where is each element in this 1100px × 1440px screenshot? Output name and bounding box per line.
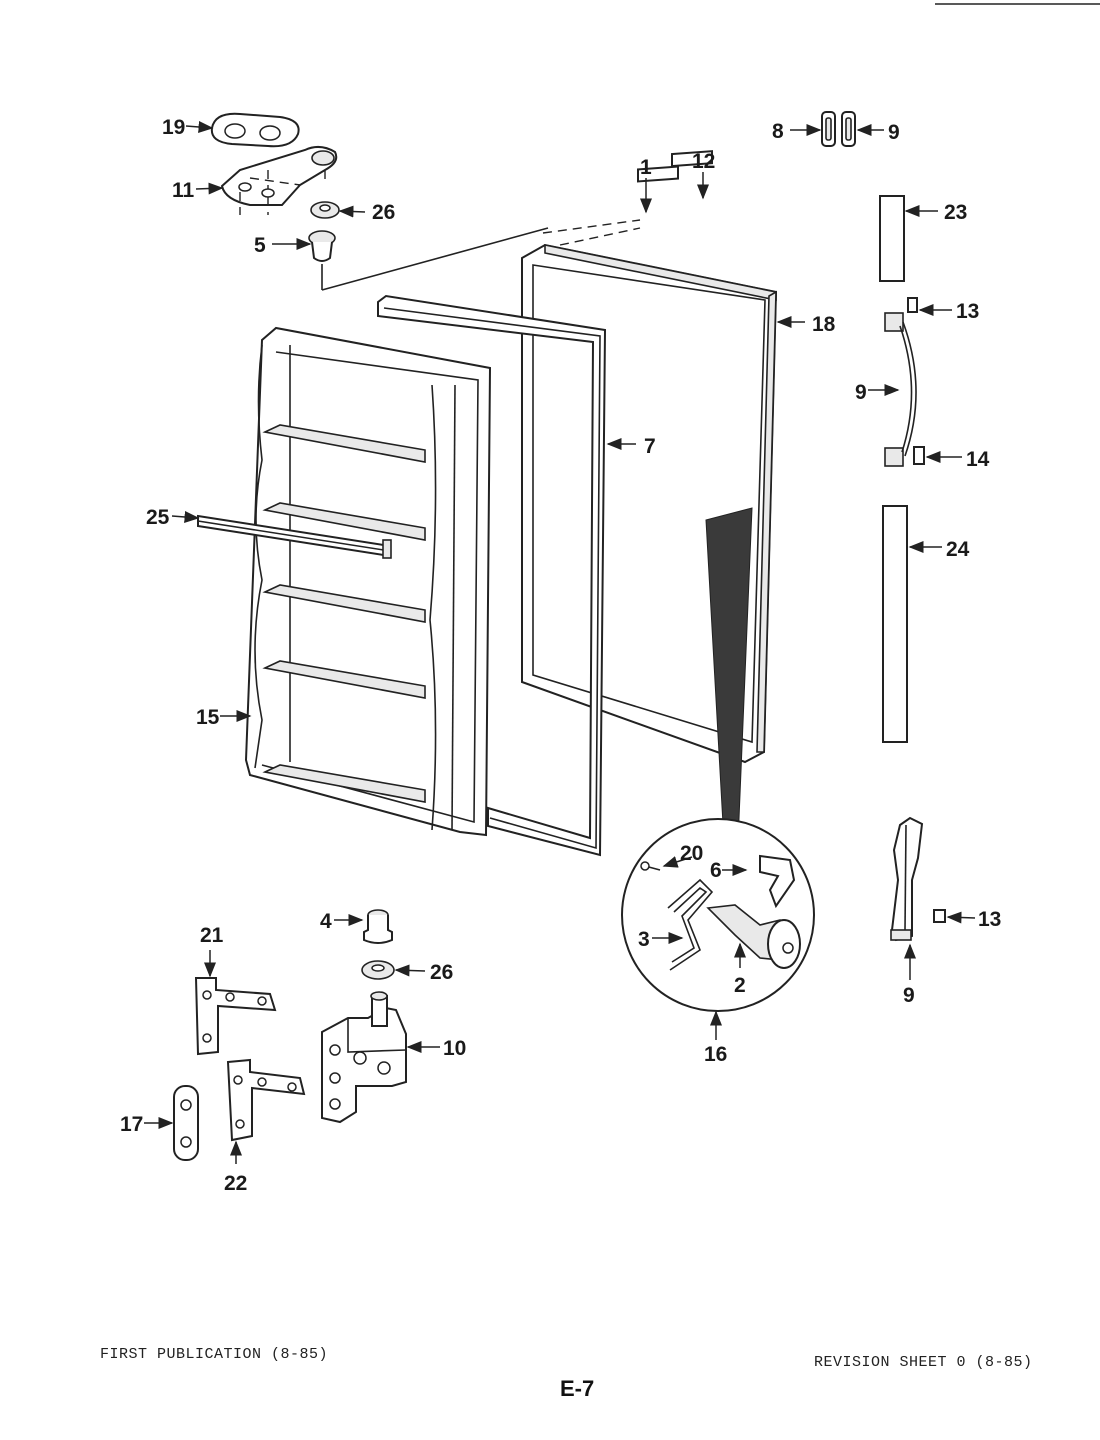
part-9-handle-bottom — [890, 816, 924, 942]
label-23: 23 — [944, 201, 967, 224]
footer-first-publication: FIRST PUBLICATION (8-85) — [100, 1346, 329, 1363]
label-10: 10 — [443, 1037, 466, 1060]
label-8: 8 — [772, 120, 784, 143]
part-9-handle-mid — [884, 312, 917, 467]
page-number: E-7 — [560, 1376, 595, 1401]
part-12-strip — [671, 150, 713, 168]
label-18: 18 — [812, 313, 836, 336]
label-13-upper: 13 — [956, 300, 979, 323]
part-5-bushing — [308, 227, 549, 291]
part-14-clip — [913, 446, 925, 465]
part-26-washer-bottom — [361, 960, 395, 980]
label-24: 24 — [946, 538, 970, 561]
part-23-trim-strip — [879, 195, 905, 282]
label-9-mid: 9 — [855, 381, 867, 404]
footer-revision-sheet: REVISION SHEET 0 (8-85) — [814, 1354, 1033, 1371]
part-13-clip-upper — [907, 297, 918, 313]
label-16: 16 — [704, 1043, 727, 1066]
label-2: 2 — [734, 974, 746, 997]
part-8-clip — [821, 111, 836, 147]
label-21: 21 — [200, 924, 224, 947]
label-26-bottom: 26 — [430, 961, 453, 984]
label-1: 1 — [640, 156, 652, 179]
label-4: 4 — [320, 910, 332, 933]
label-17: 17 — [120, 1113, 143, 1136]
label-6: 6 — [710, 859, 722, 882]
label-9-bottom: 9 — [903, 984, 915, 1007]
label-19: 19 — [162, 116, 185, 139]
part-4-hinge-pin — [363, 909, 393, 944]
part-9-clip-top — [841, 111, 856, 147]
label-15: 15 — [196, 706, 220, 729]
part-1-strip — [637, 165, 679, 183]
part-13-clip-lower — [933, 909, 946, 923]
label-14: 14 — [966, 448, 990, 471]
label-22: 22 — [224, 1172, 247, 1195]
label-11: 11 — [172, 179, 195, 202]
part-22-bracket — [226, 1058, 306, 1142]
part-15-inner-door-liner — [244, 326, 492, 837]
part-19-hinge-cover — [210, 112, 300, 148]
part-7-gasket — [377, 294, 607, 857]
label-3: 3 — [638, 928, 650, 951]
part-16-latch-detail — [621, 818, 815, 1012]
part-24-trim-strip — [882, 505, 908, 743]
part-11-top-hinge — [220, 146, 338, 215]
label-20: 20 — [680, 842, 703, 865]
label-7: 7 — [644, 435, 656, 458]
part-10-bottom-hinge — [321, 991, 407, 1124]
label-26-top: 26 — [372, 201, 395, 224]
label-9-top: 9 — [888, 121, 900, 144]
label-25: 25 — [146, 506, 170, 529]
label-5: 5 — [254, 234, 266, 257]
label-13-lower: 13 — [978, 908, 1001, 931]
label-12: 12 — [692, 150, 715, 173]
part-21-bracket — [194, 977, 277, 1056]
part-17-plate — [173, 1085, 199, 1161]
part-26-washer-top — [310, 201, 340, 219]
